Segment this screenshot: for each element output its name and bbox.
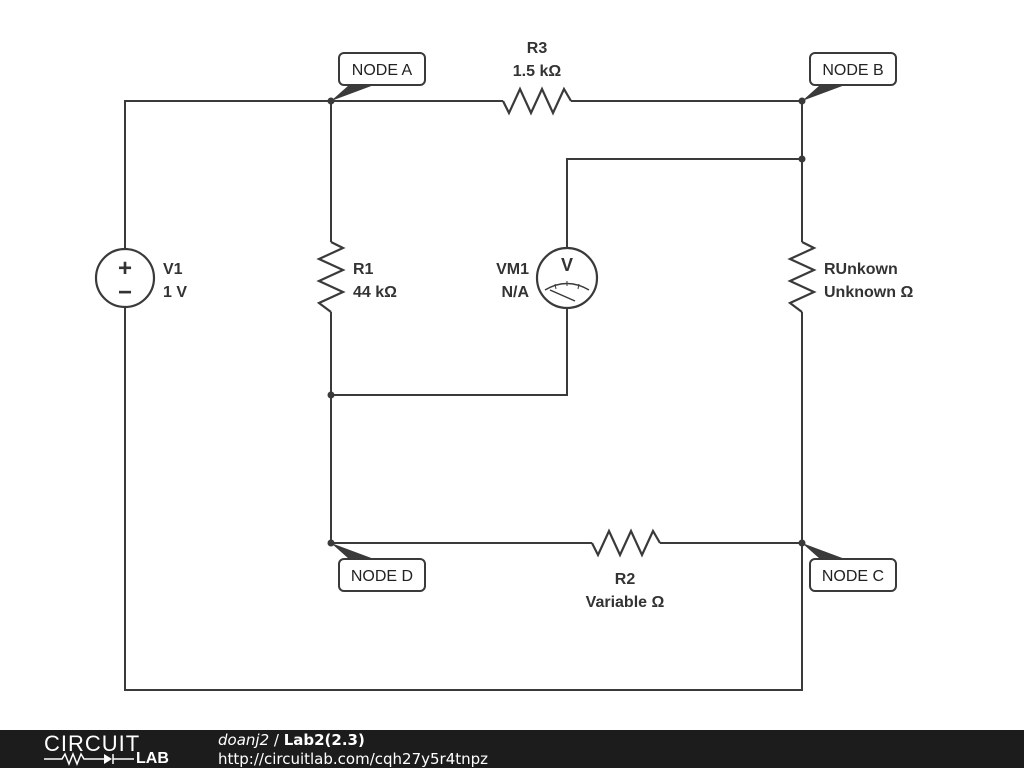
node-d-pointer (331, 543, 374, 559)
node-c-pointer (802, 543, 845, 559)
logo-lab-text: LAB (136, 750, 169, 767)
node-d-label: NODE D (351, 568, 413, 585)
node-a-label: NODE A (352, 62, 413, 79)
node-b-box (809, 52, 897, 86)
junction-vm1-bottom (327, 391, 335, 399)
runknown-zigzag (787, 241, 817, 313)
node-b-pointer (802, 85, 845, 101)
node-b-tag[interactable]: NODE B (802, 52, 897, 101)
runknown-value-label: Unknown Ω (824, 284, 913, 301)
v1-plus-sign: + (118, 255, 132, 282)
r1-value-label: 44 kΩ (353, 284, 397, 301)
node-b-label: NODE B (822, 62, 883, 79)
logo-circuit-text: CIRCUIT (44, 731, 141, 756)
circuitlab-logo[interactable]: CIRCUIT LAB (40, 730, 180, 768)
wire-vm1-bottom (331, 309, 568, 396)
r2-value-label: Variable Ω (586, 594, 665, 611)
r1-resistor[interactable]: R1 44 kΩ (316, 241, 397, 313)
r3-name-label: R3 (527, 40, 548, 57)
vm1-tick-1 (554, 283, 557, 290)
logo-wire-icon (44, 752, 134, 766)
vm1-name-label: VM1 (496, 261, 529, 278)
vm1-value-label: N/A (501, 284, 529, 301)
v1-value-label: 1 V (163, 284, 187, 301)
node-c-tag[interactable]: NODE C (802, 543, 897, 592)
circuit-title[interactable]: Lab2(2.3) (283, 731, 365, 749)
r3-resistor[interactable]: R3 1.5 kΩ (502, 40, 572, 116)
schematic-canvas: + − V1 1 V R1 44 kΩ R3 1.5 kΩ RUnkown Un… (94, 40, 913, 691)
r3-zigzag (502, 86, 572, 116)
footer-bar: CIRCUIT LAB doanj2 / Lab2(2.3) http://ci… (0, 730, 1024, 768)
node-a-pointer (331, 85, 374, 101)
r2-resistor[interactable]: R2 Variable Ω (586, 528, 665, 611)
node-a-tag[interactable]: NODE A (331, 52, 426, 101)
vm1-symbol-letter: V (561, 255, 573, 275)
r3-value-label: 1.5 kΩ (513, 63, 562, 80)
credit-separator: / (269, 731, 284, 749)
wire-v1-top-to-node-a (124, 100, 331, 248)
r2-name-label: R2 (615, 571, 636, 588)
author-link[interactable]: doanj2 (218, 731, 270, 749)
node-d-box (338, 558, 426, 592)
node-c-label: NODE C (822, 568, 884, 585)
node-d-tag[interactable]: NODE D (331, 543, 426, 592)
circuit-url-link[interactable]: http://circuitlab.com/cqh27y5r4tnpz (218, 750, 489, 768)
r2-zigzag (591, 528, 661, 558)
vm1-needle (549, 289, 576, 302)
vm1-symbol (535, 246, 599, 310)
runknown-name-label: RUnkown (824, 261, 898, 278)
wire-node-c-to-v1-bottom (124, 308, 803, 691)
v1-voltage-source[interactable]: + − V1 1 V (94, 247, 187, 309)
v1-minus-sign: − (118, 279, 132, 306)
circuit-credit: doanj2 / Lab2(2.3) (218, 731, 365, 749)
vm1-tick-3 (577, 283, 580, 290)
runknown-resistor[interactable]: RUnkown Unknown Ω (787, 241, 913, 313)
r1-zigzag (316, 241, 346, 313)
v1-name-label: V1 (163, 261, 183, 278)
node-a-box (338, 52, 426, 86)
wire-vm1-top (566, 158, 802, 247)
r1-name-label: R1 (353, 261, 374, 278)
v1-symbol (94, 247, 156, 309)
node-c-box (809, 558, 897, 592)
junction-vm1-top (798, 155, 806, 163)
wires (124, 100, 803, 691)
vm1-voltmeter[interactable]: V VM1 N/A (496, 246, 599, 310)
